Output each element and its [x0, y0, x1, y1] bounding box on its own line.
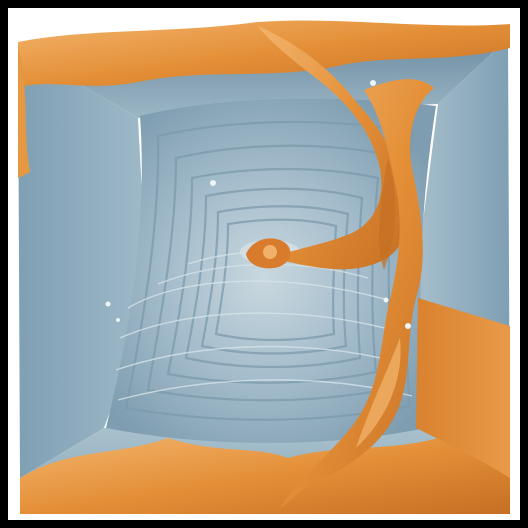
- ripple-highlight: [127, 280, 389, 309]
- ribbon-fold: [356, 338, 401, 448]
- tunnel-back: [106, 98, 436, 443]
- orange-rims: [18, 20, 510, 514]
- bottom-orange-rim: [20, 438, 510, 514]
- right-orange-wall: [416, 298, 510, 478]
- top-orange-rim: [18, 20, 510, 88]
- ripple-ring: [200, 205, 350, 355]
- splash: [405, 323, 411, 329]
- ribbon-fold: [379, 158, 396, 270]
- splash: [210, 180, 216, 186]
- artwork-canvas: [18, 20, 510, 514]
- orange-ribbon: [246, 26, 434, 508]
- ripple-ring: [166, 167, 380, 384]
- image-mat: [8, 8, 520, 520]
- ripple-tunnel: [106, 98, 436, 443]
- splash: [105, 301, 111, 307]
- ripple-highlight: [119, 312, 401, 339]
- left-wall: [18, 48, 148, 478]
- ribbon-swirl-core: [263, 245, 277, 259]
- splash: [370, 80, 376, 86]
- ripple-ring: [124, 120, 414, 421]
- splash: [383, 297, 389, 303]
- ripple-ring: [214, 218, 338, 342]
- white-splashes: [105, 80, 411, 329]
- ribbon-tail: [280, 79, 434, 508]
- splash: [116, 318, 120, 322]
- left-orange-rim: [18, 48, 30, 178]
- ripple-highlight: [115, 345, 407, 371]
- ribbon-body: [258, 26, 408, 270]
- ripple-ring: [184, 187, 364, 369]
